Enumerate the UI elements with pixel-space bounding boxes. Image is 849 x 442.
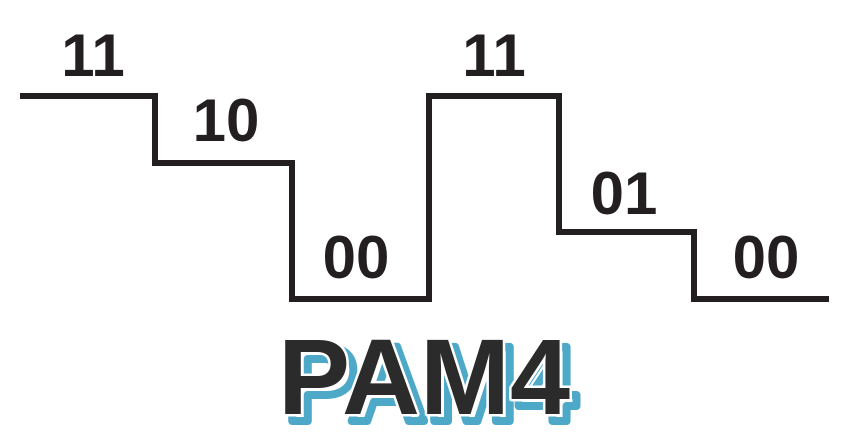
symbol-label-4: 11 — [462, 22, 525, 89]
symbol-label-1: 11 — [61, 22, 124, 89]
title-shadow: PAM4 — [285, 323, 577, 442]
symbol-label-6: 00 — [733, 224, 800, 291]
title-text: PAM4 — [278, 316, 570, 437]
symbol-labels: 11 10 00 11 01 00 — [61, 22, 799, 291]
symbol-label-2: 10 — [193, 87, 260, 154]
pam4-waveform — [20, 93, 829, 302]
symbol-label-5: 01 — [591, 160, 658, 227]
pam4-title: PAM4 PAM4 — [275, 314, 581, 442]
symbol-label-3: 00 — [323, 224, 390, 291]
